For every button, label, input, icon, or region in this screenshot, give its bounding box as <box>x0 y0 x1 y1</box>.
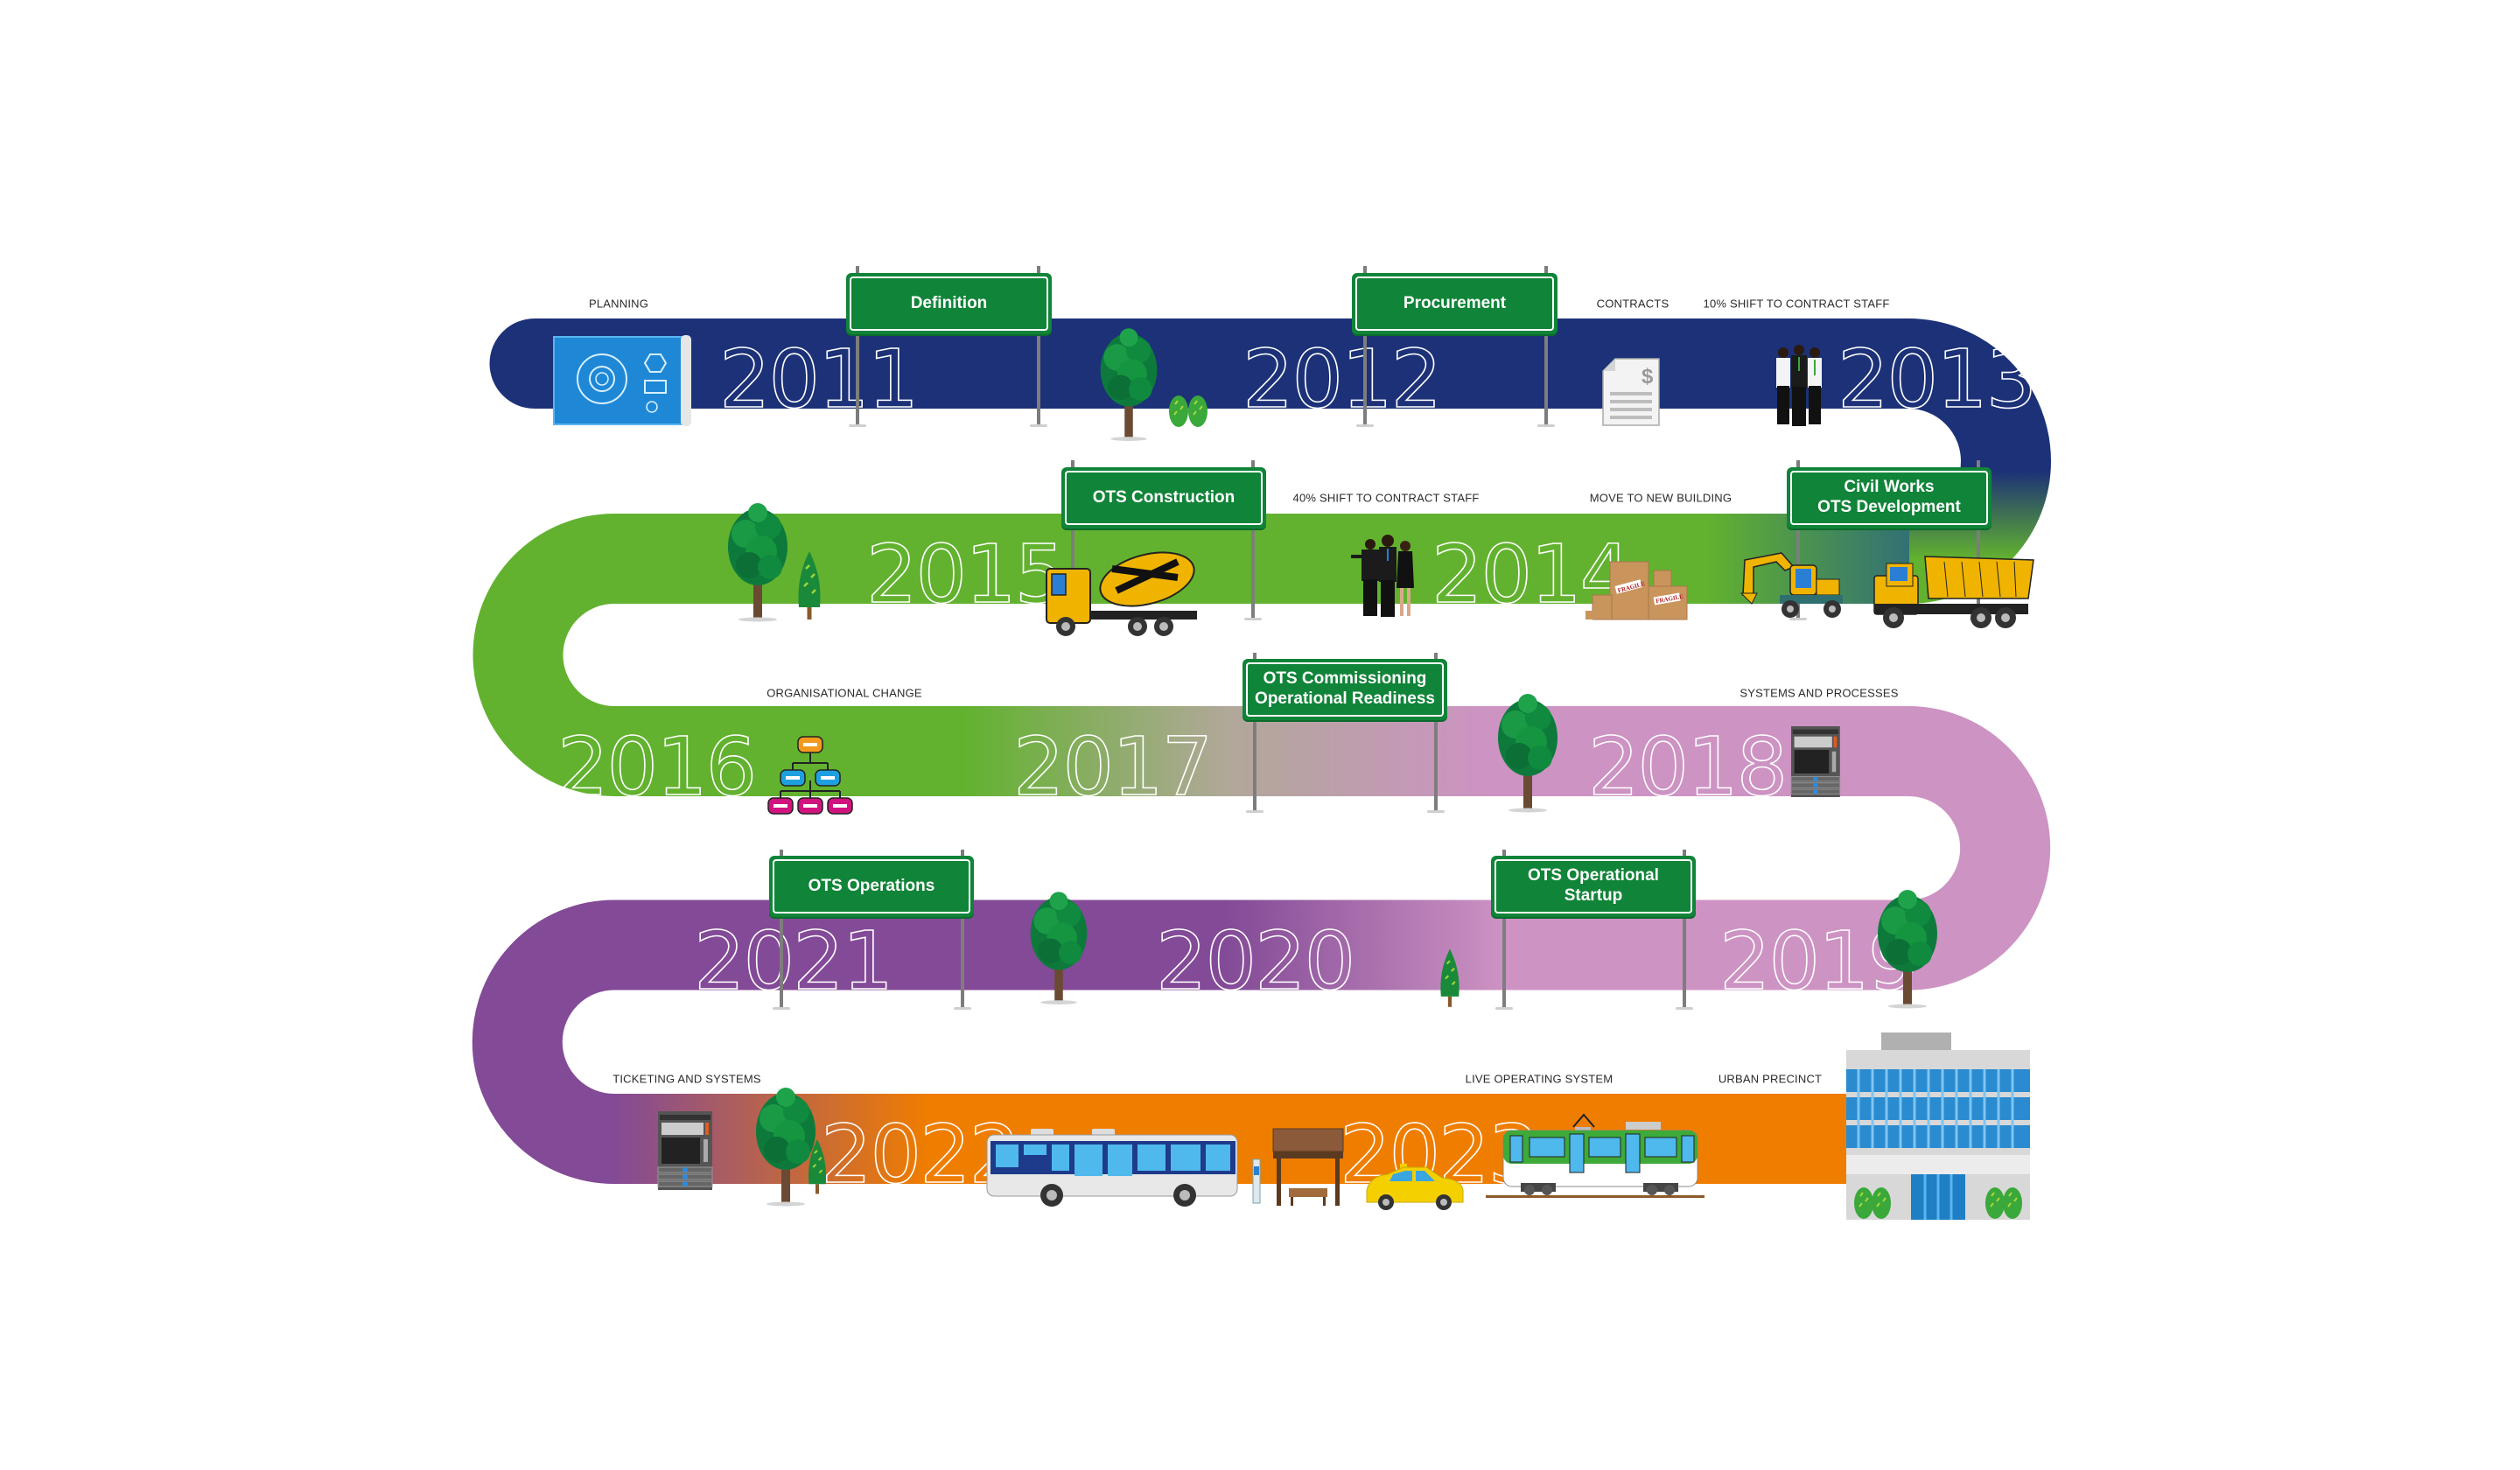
sign-post <box>849 266 866 427</box>
milestone-sign-civil-works: Civil Works OTS Development <box>1787 467 1992 528</box>
milestone-sign-procurement: Procurement <box>1352 273 1558 334</box>
sign-text: OTS Construction <box>1065 471 1263 525</box>
tree-icon <box>1878 890 1937 1009</box>
milestone-sign-ots-commissioning: OTS Commissioning Operational Readiness <box>1242 659 1447 720</box>
label-systems-processes: SYSTEMS AND PROCESSES <box>1740 686 1899 700</box>
label-contracts: CONTRACTS <box>1596 297 1670 311</box>
people-group-icon <box>1351 535 1414 617</box>
year-2018: 2018 <box>1587 720 1788 814</box>
sign-post <box>773 850 790 1010</box>
sign-post <box>954 850 971 1010</box>
cement-mixer-truck-icon <box>1046 551 1197 636</box>
server-rack-icon <box>1790 725 1841 798</box>
label-live-system: LIVE OPERATING SYSTEM <box>1465 1072 1614 1086</box>
sign-post <box>1676 850 1693 1010</box>
year-2015: 2015 <box>865 528 1067 621</box>
label-10-percent-shift: 10% SHIFT TO CONTRACT STAFF <box>1703 297 1890 311</box>
pine-tree-icon <box>1439 948 1460 1008</box>
label-move-building: MOVE TO NEW BUILDING <box>1589 491 1732 505</box>
sign-text: OTS Operational Startup <box>1494 859 1692 914</box>
year-2020: 2020 <box>1155 914 1356 1008</box>
taxi-icon <box>1366 1164 1464 1210</box>
label-urban-precinct: URBAN PRECINCT <box>1718 1072 1823 1086</box>
tree-icon <box>728 503 788 622</box>
dump-truck-icon <box>1873 556 2034 628</box>
bus-icon <box>986 1129 1238 1207</box>
sign-post <box>1427 653 1445 813</box>
shrub-icon <box>1168 395 1208 428</box>
year-2013: 2013 <box>1837 332 2038 426</box>
milestone-sign-ots-startup: OTS Operational Startup <box>1491 856 1696 917</box>
tree-icon <box>1030 892 1088 1004</box>
label-org-change: ORGANISATIONAL CHANGE <box>766 686 922 700</box>
tree-icon <box>1498 694 1558 813</box>
year-2016: 2016 <box>556 720 758 814</box>
contract-document-icon: $ <box>1602 358 1660 426</box>
year-2011: 2011 <box>718 332 920 426</box>
pine-tree-icon <box>797 550 822 621</box>
label-ticketing: TICKETING AND SYSTEMS <box>612 1072 761 1086</box>
office-building-icon <box>1846 1032 2030 1220</box>
road-curve-right-1 <box>1907 318 2051 604</box>
milestone-sign-ots-construction: OTS Construction <box>1061 467 1266 528</box>
label-planning: PLANNING <box>588 297 649 311</box>
tree-icon <box>1100 328 1158 441</box>
year-2021: 2021 <box>693 914 894 1008</box>
tree-icon <box>756 1088 816 1207</box>
sign-text: Definition <box>850 276 1048 331</box>
sign-text: OTS Commissioning Operational Readiness <box>1246 662 1444 717</box>
blueprint-icon <box>553 335 691 426</box>
sign-post <box>1030 266 1047 427</box>
milestone-sign-definition: Definition <box>846 273 1052 334</box>
year-2017: 2017 <box>1012 720 1214 814</box>
road-curve-left-1 <box>472 514 616 796</box>
tram-icon <box>1486 1113 1704 1198</box>
sign-text: Civil Works OTS Development <box>1790 471 1988 525</box>
sign-post <box>1789 460 1807 620</box>
sign-text: Procurement <box>1355 276 1554 331</box>
sign-post <box>1537 266 1555 427</box>
road-curve-right-2 <box>1907 706 2051 990</box>
sign-post <box>1495 850 1513 1010</box>
year-2012: 2012 <box>1242 332 1443 426</box>
server-rack-icon <box>657 1110 713 1191</box>
bus-shelter-icon <box>1272 1128 1344 1206</box>
svg-text:$: $ <box>1642 365 1654 388</box>
bus-stop-sign-icon <box>1252 1158 1261 1204</box>
sign-text: OTS Operations <box>773 859 970 914</box>
sign-post <box>1246 653 1264 813</box>
people-group-icon <box>1776 345 1822 426</box>
excavator-icon <box>1740 552 1843 618</box>
org-chart-icon <box>767 736 853 815</box>
fragile-boxes-icon: FRAGILE FRAGILE <box>1586 561 1688 620</box>
milestone-sign-ots-operations: OTS Operations <box>769 856 974 917</box>
sign-post <box>1356 266 1374 427</box>
sign-post <box>1244 460 1262 620</box>
label-40-percent-shift: 40% SHIFT TO CONTRACT STAFF <box>1292 491 1480 505</box>
road-curve-left-2 <box>472 900 616 1184</box>
